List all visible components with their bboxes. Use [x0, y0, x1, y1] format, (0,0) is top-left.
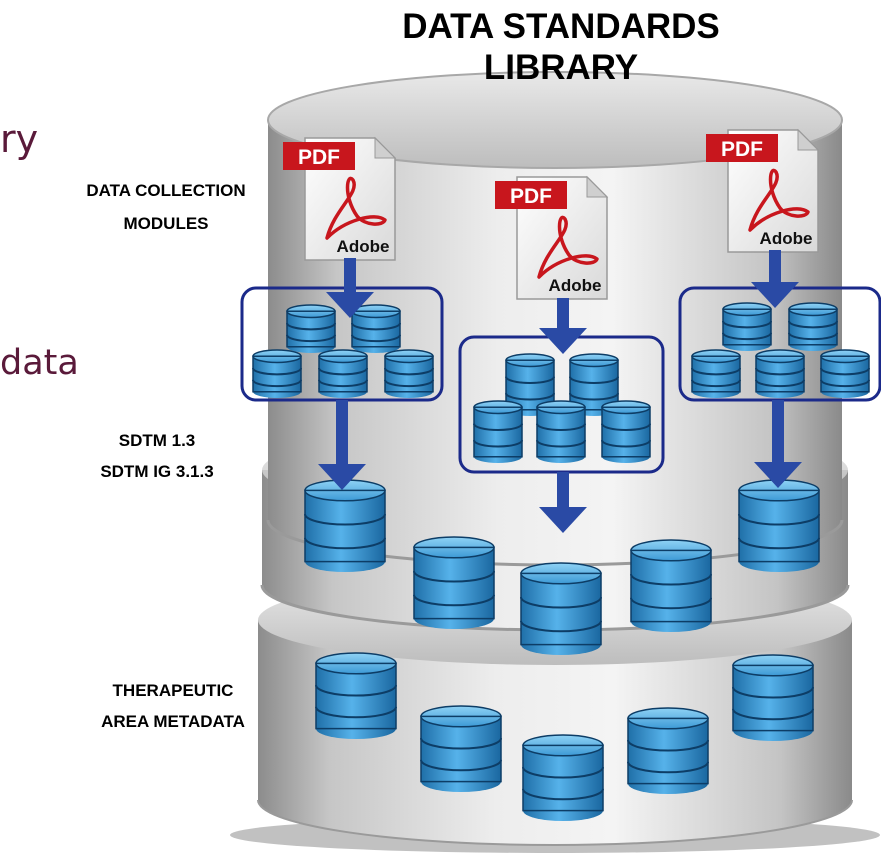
pdf-document-right: PDF Adobe	[706, 128, 820, 253]
sdtm-database-5	[738, 479, 820, 572]
sdtm-database-1	[304, 479, 386, 572]
module-database-left-3	[252, 349, 302, 399]
module-database-right-4	[755, 349, 805, 399]
module-database-right-5	[820, 349, 870, 399]
therapeutic-database-1	[315, 652, 397, 739]
module-database-center-4	[536, 400, 586, 464]
therapeutic-database-5	[732, 654, 814, 741]
module-database-center-3	[473, 400, 523, 464]
module-database-left-5	[384, 349, 434, 399]
module-database-center-2	[569, 353, 619, 417]
arrow-modules-to-sdtm-right	[754, 400, 802, 488]
therapeutic-database-4	[627, 707, 709, 794]
cropped-text-fragment-2: data	[0, 343, 79, 383]
therapeutic-label-line-1: THERAPEUTIC	[113, 681, 234, 700]
data-collection-label-line-1: DATA COLLECTION	[86, 181, 245, 200]
module-database-left-2	[351, 304, 401, 354]
pdf-brand-label: Adobe	[760, 229, 813, 248]
pdf-brand-label: Adobe	[337, 237, 390, 256]
data-collection-label-line-2: MODULES	[124, 214, 209, 233]
module-database-left-1	[286, 304, 336, 354]
arrow-modules-to-sdtm-left	[318, 400, 366, 490]
pdf-badge-label: PDF	[510, 185, 552, 208]
pdf-badge-label: PDF	[721, 138, 763, 161]
therapeutic-database-3	[522, 734, 604, 821]
module-database-right-1	[722, 302, 772, 352]
arrow-pdf-to-modules-left	[326, 258, 374, 318]
sdtm-database-4	[630, 539, 712, 632]
pdf-badge-label: PDF	[298, 146, 340, 169]
module-database-right-2	[788, 302, 838, 352]
sdtm-database-3	[520, 562, 602, 655]
therapeutic-database-2	[420, 705, 502, 792]
module-database-left-4	[318, 349, 368, 399]
sdtm-label-line-2: SDTM IG 3.1.3	[100, 462, 213, 481]
arrow-pdf-to-modules-center	[539, 298, 587, 354]
arrow-modules-to-sdtm-center	[539, 472, 587, 533]
sdtm-database-2	[413, 536, 495, 629]
pdf-document-center: PDF Adobe	[495, 175, 609, 300]
title-line-2: LIBRARY	[484, 48, 638, 87]
cropped-text-fragment-1: ry	[0, 117, 38, 161]
arrow-pdf-to-modules-right	[751, 250, 799, 308]
sdtm-label-line-1: SDTM 1.3	[119, 431, 196, 450]
module-database-center-5	[601, 400, 651, 464]
module-database-right-3	[691, 349, 741, 399]
pdf-brand-label: Adobe	[549, 276, 602, 295]
therapeutic-label-line-2: AREA METADATA	[101, 712, 245, 731]
pdf-document-left: PDF Adobe	[283, 136, 397, 261]
title-line-1: DATA STANDARDS	[402, 7, 720, 46]
